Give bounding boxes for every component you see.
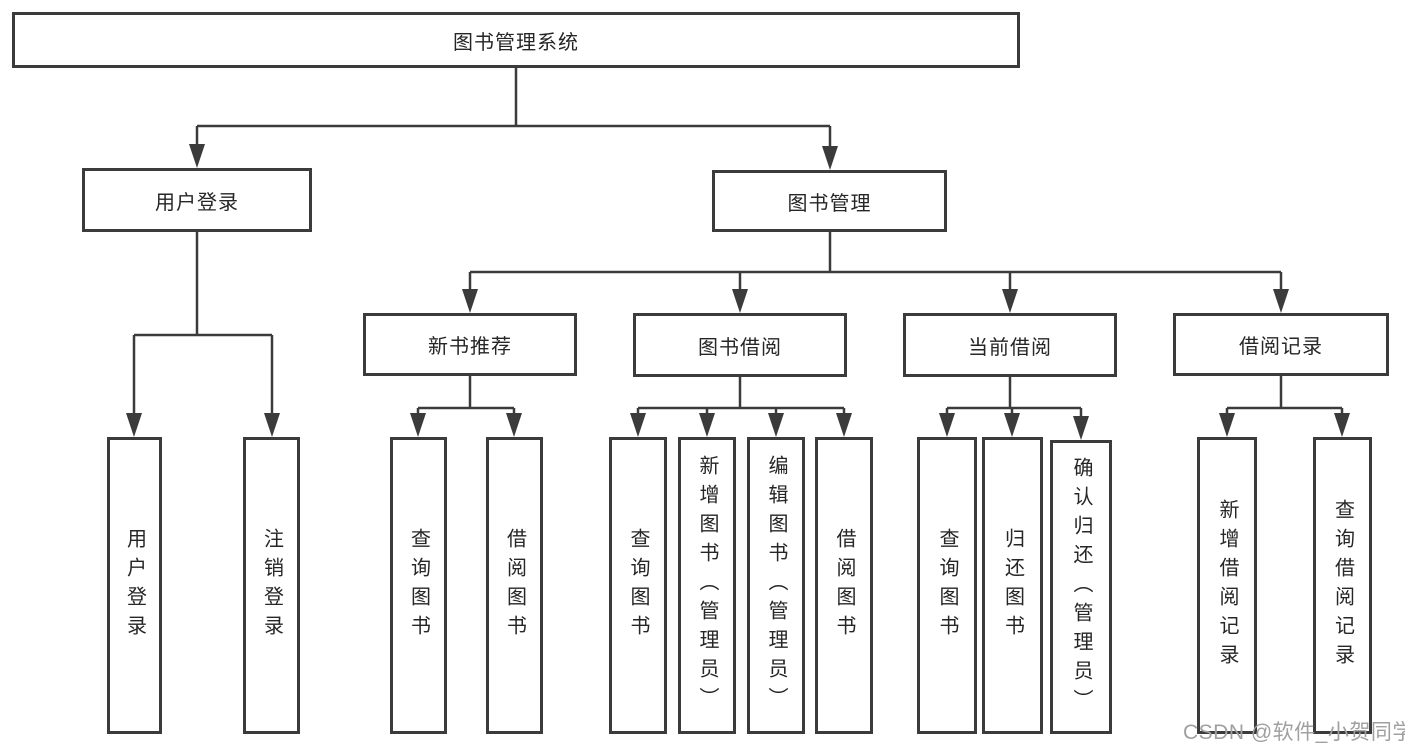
arrowhead [410, 413, 426, 437]
leaf-label: 新增借阅记录 [1216, 498, 1238, 673]
leaf-label: 确认归还（管理员） [1070, 456, 1092, 718]
arrowhead [822, 146, 838, 170]
connector-user-login [132, 232, 274, 419]
arrowhead [1219, 413, 1235, 437]
arrowhead [1002, 289, 1018, 313]
node-leaf-borrow-books: 借阅图书 [815, 437, 873, 734]
node-leaf-query-books-current: 查询图书 [917, 437, 977, 734]
arrowhead [1073, 416, 1089, 440]
arrowhead [189, 144, 205, 168]
connector-book-management [468, 232, 1283, 295]
node-book-borrowing: 图书借阅 [633, 313, 847, 377]
connector-book-borrowing [636, 377, 846, 419]
node-leaf-user-login: 用户登录 [107, 437, 162, 734]
arrowhead [939, 413, 955, 437]
leaf-label: 编辑图书（管理员） [765, 455, 787, 716]
node-leaf-logout: 注销登录 [243, 437, 300, 734]
leaf-label: 查询图书 [936, 527, 958, 644]
node-leaf-borrow-books-recommend: 借阅图书 [486, 437, 543, 734]
leaf-label: 注销登录 [260, 527, 283, 644]
node-new-book-recommendation: 新书推荐 [363, 313, 577, 376]
leaf-label: 用户登录 [123, 527, 146, 644]
leaf-label: 新增图书（管理员） [696, 455, 718, 716]
arrowhead [1273, 289, 1289, 313]
node-leaf-edit-books-admin: 编辑图书（管理员） [747, 437, 805, 734]
leaf-label: 归还图书 [1001, 527, 1024, 644]
leaf-label: 查询图书 [407, 527, 430, 644]
node-leaf-add-borrow-record: 新增借阅记录 [1197, 437, 1257, 734]
node-user-login: 用户登录 [82, 168, 312, 232]
connector-borrowing-records [1225, 376, 1344, 419]
node-book-management: 图书管理 [712, 170, 947, 232]
leaf-label: 查询借阅记录 [1331, 498, 1354, 673]
arrowhead [1004, 413, 1020, 437]
node-leaf-query-books-borrowing: 查询图书 [609, 437, 667, 734]
leaf-label: 借阅图书 [503, 527, 526, 644]
node-leaf-return-books: 归还图书 [982, 437, 1043, 734]
arrowhead [264, 413, 280, 437]
arrowhead [768, 413, 784, 437]
arrowhead [699, 413, 715, 437]
arrowhead [1334, 413, 1350, 437]
node-leaf-confirm-return-admin: 确认归还（管理员） [1050, 440, 1112, 734]
node-leaf-query-borrow-record: 查询借阅记录 [1313, 437, 1372, 734]
leaf-label: 借阅图书 [833, 527, 855, 644]
connector-root [195, 68, 832, 152]
node-library-management-system: 图书管理系统 [12, 12, 1020, 68]
node-leaf-add-books-admin: 新增图书（管理员） [678, 437, 736, 734]
connector-new-book-recommendation [416, 376, 516, 419]
leaf-label: 查询图书 [627, 527, 649, 644]
node-borrowing-records: 借阅记录 [1173, 313, 1389, 376]
arrowhead [836, 413, 852, 437]
arrowhead [732, 289, 748, 313]
arrowhead [126, 413, 142, 437]
arrowhead [462, 289, 478, 313]
node-current-borrowing: 当前借阅 [903, 313, 1117, 377]
node-leaf-query-books-recommend: 查询图书 [390, 437, 447, 734]
arrowhead [630, 413, 646, 437]
arrowhead [506, 413, 522, 437]
csdn-watermark: CSDN @软件_小贺同学 [1183, 721, 1405, 744]
